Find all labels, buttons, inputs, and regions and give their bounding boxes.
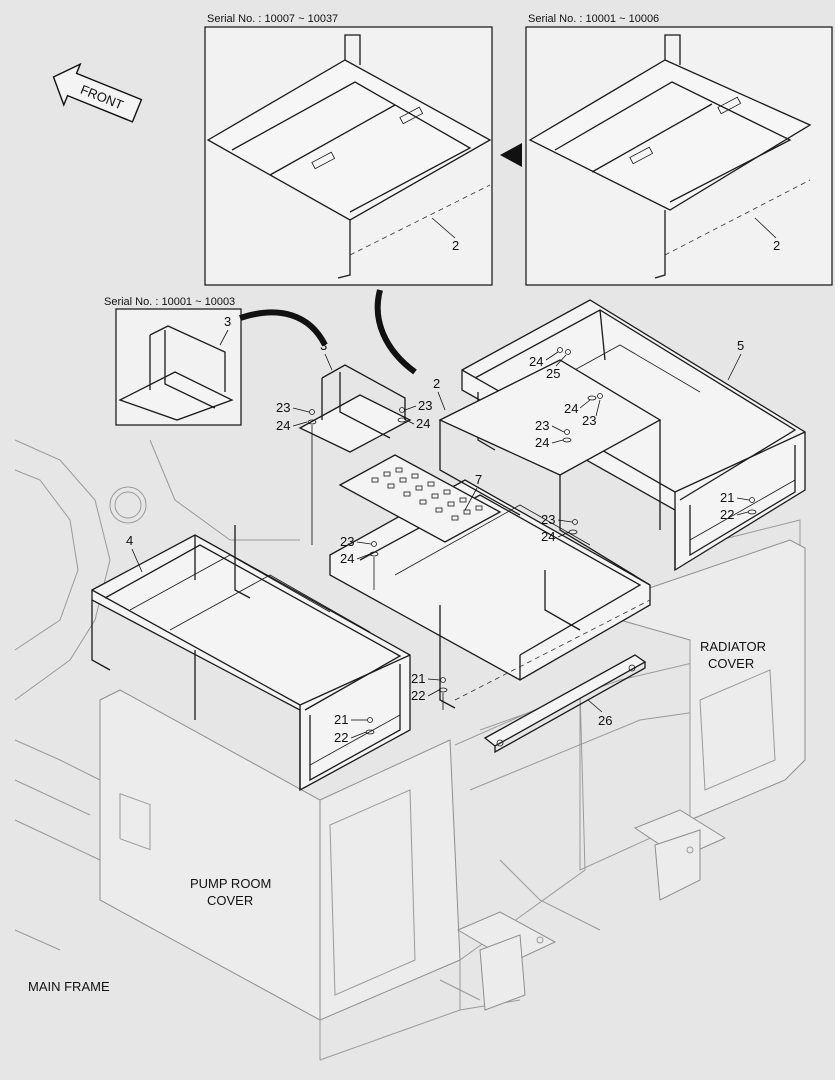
callout-24-d: 24 xyxy=(564,401,578,416)
inset-right xyxy=(525,26,833,286)
callout-2: 2 xyxy=(433,376,440,391)
callout-23-b: 23 xyxy=(418,398,432,413)
callout-23-d: 23 xyxy=(582,413,596,428)
callout-24-c: 24 xyxy=(529,354,543,369)
callout-4: 4 xyxy=(126,533,133,548)
part-7-plate xyxy=(338,454,502,543)
inset-left-callout-2: 2 xyxy=(452,238,459,253)
callout-23-e: 23 xyxy=(535,418,549,433)
callout-23-a: 23 xyxy=(276,400,290,415)
inset-small xyxy=(115,308,242,426)
inset-small-callout-3: 3 xyxy=(224,314,231,329)
step-block xyxy=(456,809,727,1011)
part-26-rail xyxy=(483,654,647,754)
pointer-curve-3 xyxy=(239,309,328,347)
pump-room-label-2: COVER xyxy=(207,893,253,908)
main-frame-label: MAIN FRAME xyxy=(28,979,110,994)
callout-24-b: 24 xyxy=(416,416,430,431)
callout-23-g: 23 xyxy=(340,534,354,549)
callout-21-a: 21 xyxy=(720,490,734,505)
pump-room-cover xyxy=(99,689,586,1021)
callout-22-a: 22 xyxy=(720,507,734,522)
callout-22-c: 22 xyxy=(334,730,348,745)
callout-24-f: 24 xyxy=(541,529,555,544)
callout-22-b: 22 xyxy=(411,688,425,703)
callout-7: 7 xyxy=(475,472,482,487)
callout-23-f: 23 xyxy=(541,512,555,527)
callout-25: 25 xyxy=(546,366,560,381)
callout-24-a: 24 xyxy=(276,418,290,433)
pump-room-label-1: PUMP ROOM xyxy=(190,876,271,891)
callout-24-e: 24 xyxy=(535,435,549,450)
inset-right-callout-2: 2 xyxy=(773,238,780,253)
callout-3: 3 xyxy=(320,338,327,353)
pointer-curve-2 xyxy=(374,289,417,375)
inset-pointer-arrow xyxy=(500,143,522,167)
part-4-frame xyxy=(91,525,411,792)
callout-24-g: 24 xyxy=(340,551,354,566)
callout-5: 5 xyxy=(737,338,744,353)
radiator-label-2: COVER xyxy=(708,656,754,671)
part-3-bracket xyxy=(298,364,412,453)
serial-label-small: Serial No. : 10001 ~ 10003 xyxy=(104,296,235,308)
inset-left xyxy=(204,26,493,286)
front-arrow: FRONT xyxy=(52,62,143,123)
callout-21-b: 21 xyxy=(411,671,425,686)
part-2-frame xyxy=(329,359,662,709)
callout-26: 26 xyxy=(598,713,612,728)
serial-label-left: Serial No. : 10007 ~ 10037 xyxy=(207,13,338,25)
radiator-label-1: RADIATOR xyxy=(700,639,766,654)
callout-21-c: 21 xyxy=(334,712,348,727)
serial-label-right: Serial No. : 10001 ~ 10006 xyxy=(528,13,659,25)
